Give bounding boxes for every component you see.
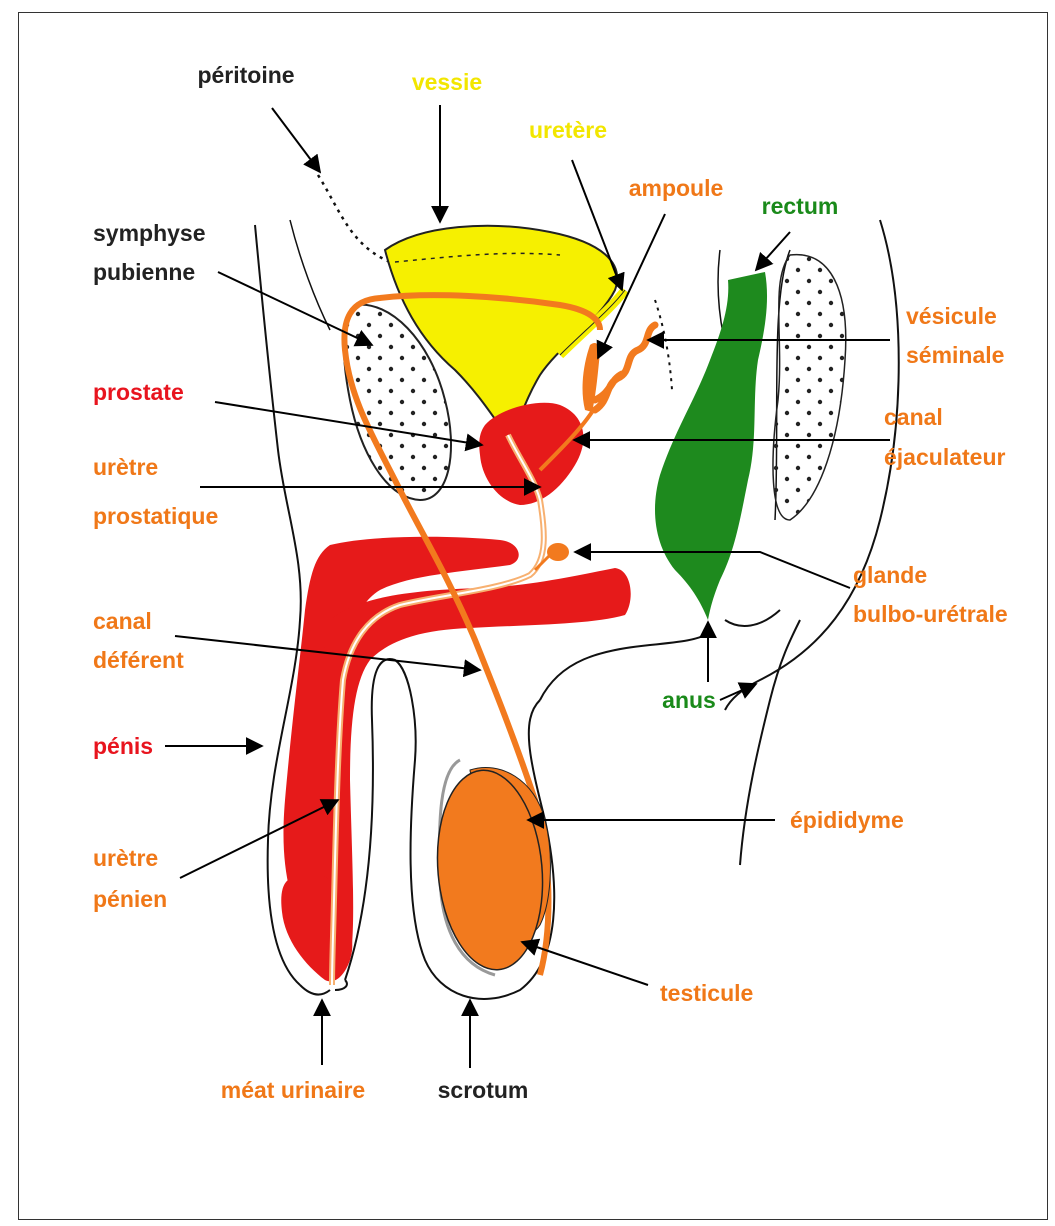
label-scrotum: scrotum <box>438 1077 529 1103</box>
label-glande-2: bulbo-urétrale <box>853 601 1008 627</box>
label-symphyse-1: symphyse <box>93 220 206 246</box>
label-rectum: rectum <box>762 193 839 219</box>
label-uretre-prost-1: urètre <box>93 454 158 480</box>
label-uretre-prost-2: prostatique <box>93 503 218 529</box>
prostate <box>479 403 583 505</box>
rectum-outline-dotted <box>655 300 672 390</box>
bulbourethral-gland <box>547 543 569 561</box>
label-canal-ejac-2: éjaculateur <box>884 444 1005 470</box>
rectum <box>655 272 767 620</box>
label-peritoine: péritoine <box>197 62 294 88</box>
label-anus: anus <box>662 687 716 713</box>
label-symphyse-2: pubienne <box>93 259 195 285</box>
label-prostate: prostate <box>93 379 184 405</box>
sacrum-bone <box>773 255 846 520</box>
label-glande-1: glande <box>853 562 927 588</box>
label-ampoule: ampoule <box>629 175 724 201</box>
label-epididyme: épididyme <box>790 807 904 833</box>
label-canal-def-2: déférent <box>93 647 184 673</box>
label-uretere: uretère <box>529 117 607 143</box>
body-outline-inner-front <box>290 220 330 330</box>
label-meat-urinaire: méat urinaire <box>221 1077 365 1103</box>
label-testicule: testicule <box>660 980 753 1006</box>
label-vesicule-1: vésicule <box>906 303 997 329</box>
label-vesicule-2: séminale <box>906 342 1004 368</box>
penis-outline <box>300 980 347 995</box>
perineum-outline <box>540 610 780 700</box>
label-uretre-pen-1: urètre <box>93 845 158 871</box>
seminal-vesicle <box>595 325 655 410</box>
label-uretre-pen-2: pénien <box>93 886 167 912</box>
label-canal-ejac-1: canal <box>884 404 943 430</box>
label-canal-def-1: canal <box>93 608 152 634</box>
label-penis: pénis <box>93 733 153 759</box>
label-vessie: vessie <box>412 69 482 95</box>
